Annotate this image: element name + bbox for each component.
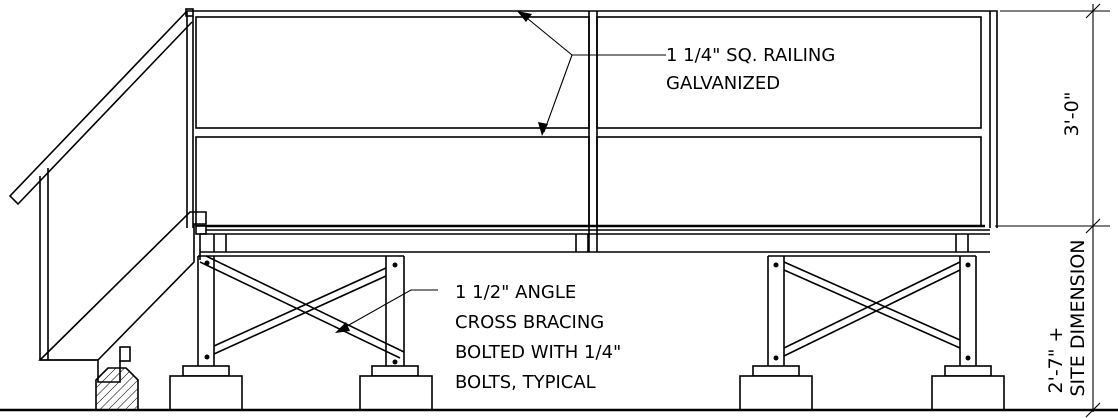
deck-assembly <box>195 224 990 260</box>
bracing-callout-line1: 1 1/2" ANGLE <box>455 282 576 303</box>
right-cross-brace-a <box>783 261 961 349</box>
railing-assembly <box>185 8 998 252</box>
bolt <box>773 262 779 268</box>
left-leg-outer <box>197 256 215 374</box>
stair-footing-hatched <box>95 367 139 411</box>
railing-center-post <box>588 11 598 252</box>
left-footing-cap <box>182 365 230 377</box>
deck-joist-blocks <box>213 234 969 252</box>
railing-panel-upper-left <box>195 16 590 129</box>
bracing-leader <box>335 289 438 333</box>
stair-handrail <box>8 10 193 206</box>
railing-leader-line <box>521 13 666 133</box>
railing-callout-line2: GALVANIZED <box>666 73 780 94</box>
stair-stringer <box>38 211 207 361</box>
right-footing-cap-a <box>752 365 800 377</box>
bolt <box>204 260 210 266</box>
bracing-leader-line <box>339 289 438 331</box>
railing-panel-lower-right <box>596 136 982 227</box>
deck-joist <box>200 233 990 253</box>
bolt <box>965 262 971 268</box>
railing-leader <box>517 11 666 136</box>
right-footing-b <box>931 375 1005 411</box>
left-footing <box>169 375 243 411</box>
bolt <box>392 359 398 365</box>
bolt <box>392 262 398 268</box>
railing-top-post-cap <box>185 8 194 17</box>
right-support-frame <box>739 255 1005 411</box>
stair-handrail-post <box>39 168 49 360</box>
stair-assembly <box>8 10 207 411</box>
left-cross-brace-b <box>213 267 387 355</box>
railing-outer-frame <box>186 10 998 228</box>
railing-panel-lower-left <box>195 136 590 227</box>
railing-callout-line1: 1 1/4" SQ. RAILING <box>666 45 835 66</box>
railing-panel-upper-right <box>596 16 982 129</box>
right-frame-leg-left <box>767 256 785 374</box>
bolt <box>965 355 971 361</box>
deck-height-dimension: 2'-7" + <box>1045 327 1067 394</box>
right-footing-a <box>739 375 813 411</box>
bracing-callout-line4: BOLTS, TYPICAL <box>455 372 596 393</box>
right-footing-cap-b <box>944 365 992 377</box>
right-cross-brace-b <box>783 261 961 357</box>
railing-leader-arrowhead-top <box>517 11 532 22</box>
dimension-lines <box>995 3 1110 418</box>
site-dimension-note: SITE DIMENSION <box>1067 240 1089 397</box>
right-leg-inner <box>385 256 405 374</box>
dimension-tick <box>1085 3 1101 418</box>
bracing-callout-line3: BOLTED WITH 1/4" <box>455 342 621 363</box>
deck-nose <box>195 225 207 235</box>
bolt <box>773 355 779 361</box>
bracing-leader-arrowhead <box>335 322 350 333</box>
bolt <box>204 354 210 360</box>
railing-leader-arrowhead-bottom <box>538 122 548 136</box>
left-inner-footing <box>359 375 433 411</box>
railing-height-dimension: 3'-0" <box>1061 92 1083 137</box>
left-support-frame <box>169 255 433 411</box>
right-frame-leg-right <box>959 256 977 374</box>
bracing-callout-line2: CROSS BRACING <box>455 312 604 333</box>
stair-base-block <box>119 346 131 362</box>
left-inner-footing-cap <box>371 365 419 377</box>
left-cross-brace-a <box>199 255 405 359</box>
